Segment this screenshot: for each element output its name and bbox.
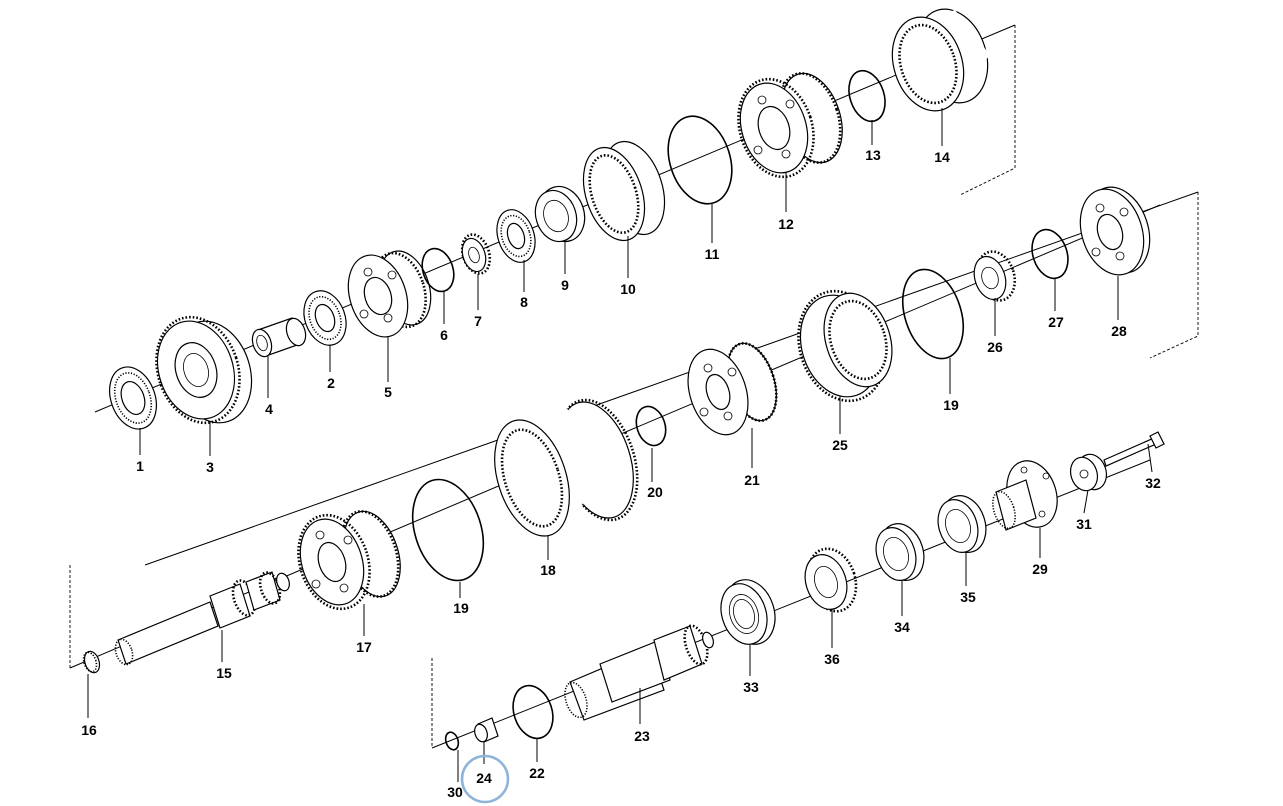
callout-1: 1 xyxy=(136,458,144,474)
callout-17: 17 xyxy=(356,639,372,655)
part-28-planet-carrier xyxy=(1079,186,1151,276)
part-15-shaft xyxy=(114,571,290,666)
part-34-bearing xyxy=(875,523,925,581)
part-27-snap-ring xyxy=(1031,228,1069,280)
callout-16: 16 xyxy=(81,722,97,738)
callout-12: 12 xyxy=(778,216,794,232)
callout-30: 30 xyxy=(447,784,463,800)
part-3-gear xyxy=(155,315,253,425)
part-21-planet-carrier xyxy=(687,342,778,436)
part-33-bearing xyxy=(720,579,776,645)
part-31-washer xyxy=(1069,453,1108,492)
callout-27: 27 xyxy=(1048,314,1064,330)
part-2-thrust-bearing xyxy=(303,290,347,346)
part-19-snap-ring-upper xyxy=(902,268,964,360)
callout-19-lower: 19 xyxy=(453,600,469,616)
upper-group-frame xyxy=(959,25,1016,196)
callout-33: 33 xyxy=(743,679,759,695)
part-23-output-shaft xyxy=(564,624,714,721)
callout-23: 23 xyxy=(634,728,650,744)
callout-10: 10 xyxy=(620,281,636,297)
part-32-bolt xyxy=(1103,431,1165,467)
callout-22: 22 xyxy=(529,765,545,781)
part-16-bearing xyxy=(82,650,101,674)
callout-26: 26 xyxy=(987,339,1003,355)
callout-19-upper: 19 xyxy=(943,397,959,413)
callout-4: 4 xyxy=(265,401,273,417)
part-4-bushing xyxy=(251,317,307,358)
callout-24: 24 xyxy=(476,770,492,786)
callout-35: 35 xyxy=(960,589,976,605)
callout-20: 20 xyxy=(647,484,663,500)
part-6-snap-ring xyxy=(421,247,455,293)
part-22-snap-ring xyxy=(512,684,554,740)
callout-6: 6 xyxy=(440,327,448,343)
part-36-gear xyxy=(804,547,858,613)
part-14-ring-gear-housing xyxy=(891,8,990,112)
callout-2: 2 xyxy=(327,375,335,391)
part-5-planet-carrier xyxy=(347,250,432,338)
part-8-thrust-bearing xyxy=(496,209,536,263)
part-20-snap-ring xyxy=(635,405,667,447)
callout-34: 34 xyxy=(894,619,910,635)
group-frames xyxy=(69,25,1199,748)
part-9-washer xyxy=(534,185,586,243)
callout-31: 31 xyxy=(1076,516,1092,532)
part-29-output-flange xyxy=(992,460,1058,531)
callout-29: 29 xyxy=(1032,561,1048,577)
part-25-ring-gear xyxy=(797,289,893,403)
callout-28: 28 xyxy=(1111,323,1127,339)
axis-middle-top xyxy=(144,191,1199,566)
callout-21: 21 xyxy=(744,472,760,488)
callout-24-highlight-ring[interactable] xyxy=(460,754,510,804)
part-11-snap-ring xyxy=(667,115,733,205)
part-13-snap-ring xyxy=(848,69,886,123)
callout-3: 3 xyxy=(206,459,214,475)
part-30-snap-ring xyxy=(444,731,460,751)
callout-5: 5 xyxy=(384,384,392,400)
part-12-planet-carrier xyxy=(737,72,843,179)
callout-25: 25 xyxy=(832,437,848,453)
callout-32: 32 xyxy=(1145,475,1161,491)
middle-group-frame xyxy=(1149,192,1199,359)
part-1-thrust-bearing xyxy=(109,366,157,430)
callout-15: 15 xyxy=(216,665,232,681)
callout-18: 18 xyxy=(540,562,556,578)
leader-lines xyxy=(87,108,1153,782)
callout-14: 14 xyxy=(934,149,950,165)
callout-7: 7 xyxy=(474,313,482,329)
part-24-bushing xyxy=(474,717,499,743)
callout-11: 11 xyxy=(705,246,720,262)
part-26-gear xyxy=(973,250,1017,302)
callout-8: 8 xyxy=(520,294,528,310)
part-35-seal xyxy=(937,495,987,553)
part-17-planet-carrier xyxy=(297,510,401,611)
part-18-ring-gear xyxy=(494,398,639,537)
part-7-gear xyxy=(460,233,492,275)
part-10-ring-gear xyxy=(582,140,666,242)
callout-13: 13 xyxy=(865,147,881,163)
callout-labels: 1 2 3 4 5 6 7 8 9 10 11 12 13 14 15 16 1… xyxy=(81,147,1161,800)
callout-9: 9 xyxy=(561,277,569,293)
callout-36: 36 xyxy=(824,651,840,667)
part-19-snap-ring-lower xyxy=(411,478,485,582)
